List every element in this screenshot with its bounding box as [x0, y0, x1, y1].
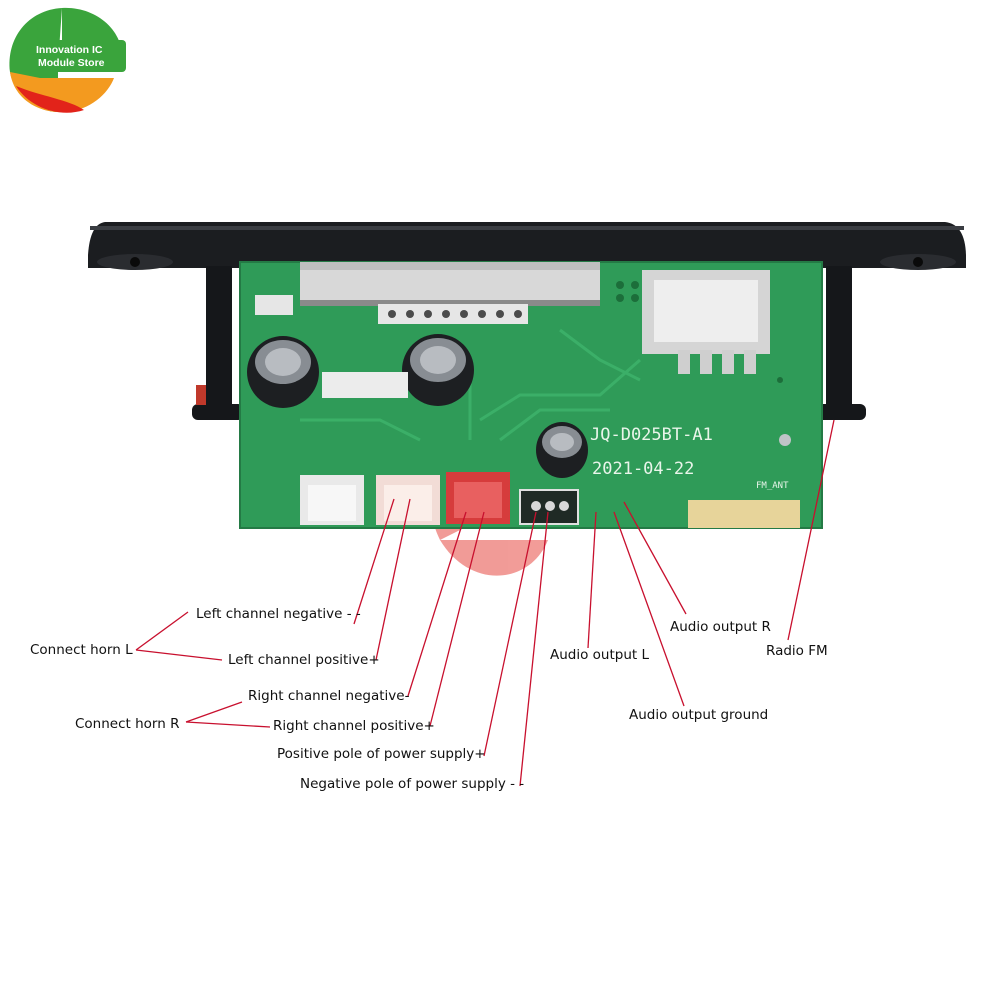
horn-r-connector: [376, 475, 440, 525]
leader-horn-r-b: [185, 721, 271, 728]
board-date: 2021-04-22: [592, 459, 694, 479]
label-left-channel-negative: Left channel negative - -: [196, 606, 361, 622]
silkscreen-text: JQ-D025BT-A1 2021-04-22 FM_ANT: [590, 425, 800, 528]
board-model: JQ-D025BT-A1: [590, 425, 713, 445]
horn-l-connector: [300, 475, 364, 525]
leader-audio-r: [623, 501, 687, 615]
mounting-posts: [192, 266, 866, 420]
leader-radio-fm: [787, 419, 835, 641]
label-connect-horn-r: Connect horn R: [75, 716, 180, 732]
power-connector: [446, 472, 510, 524]
fm-ant-label: FM_ANT: [756, 481, 789, 491]
label-right-channel-negative: Right channel negative-: [248, 688, 410, 704]
logo-red-swoosh: [16, 86, 84, 113]
leader-horn-r-a: [185, 701, 243, 723]
leader-audio-l: [587, 511, 597, 649]
label-right-channel-positive: Right channel positive+: [273, 718, 435, 734]
brand-line1: Innovation IC: [36, 44, 103, 56]
capacitor-2: [402, 334, 474, 406]
capacitor-3: [536, 422, 588, 478]
front-bezel: [88, 222, 966, 270]
ic-chip-label: [322, 372, 408, 398]
label-power-positive: Positive pole of power supply+: [277, 746, 486, 762]
label-radio-fm: Radio FM: [766, 643, 828, 659]
logo-text-backdrop: [30, 40, 126, 72]
fm-antenna-pad: [688, 500, 800, 528]
label-power-negative: Negative pole of power supply - -: [300, 776, 525, 792]
label-audio-output-r: Audio output R: [670, 619, 771, 635]
leader-left-pos: [375, 498, 411, 661]
leader-audio-gnd: [613, 511, 685, 707]
leader-right-pos: [429, 511, 485, 727]
capacitors: [247, 334, 588, 478]
label-connect-horn-l: Connect horn L: [30, 642, 133, 658]
label-audio-output-ground: Audio output ground: [629, 707, 769, 723]
fm-antenna-point: [779, 434, 791, 446]
audio-out-header: [519, 489, 579, 525]
leader-left-neg: [353, 498, 395, 625]
label-audio-output-l: Audio output L: [550, 647, 650, 663]
leader-horn-l-b: [135, 649, 223, 661]
leader-power-pos: [483, 511, 537, 757]
leader-right-neg: [407, 511, 467, 697]
usb-port: [642, 270, 770, 374]
brand-line2: Module Store: [38, 57, 105, 69]
capacitor-1: [247, 336, 319, 408]
display-connector: [255, 262, 600, 324]
label-left-channel-positive: Left channel positive+: [228, 652, 380, 668]
leader-lines: [135, 419, 835, 787]
leader-horn-l-a: [135, 611, 189, 651]
brand-logo: Innovation IC Module Store: [9, 7, 126, 113]
leader-power-neg: [519, 511, 549, 787]
